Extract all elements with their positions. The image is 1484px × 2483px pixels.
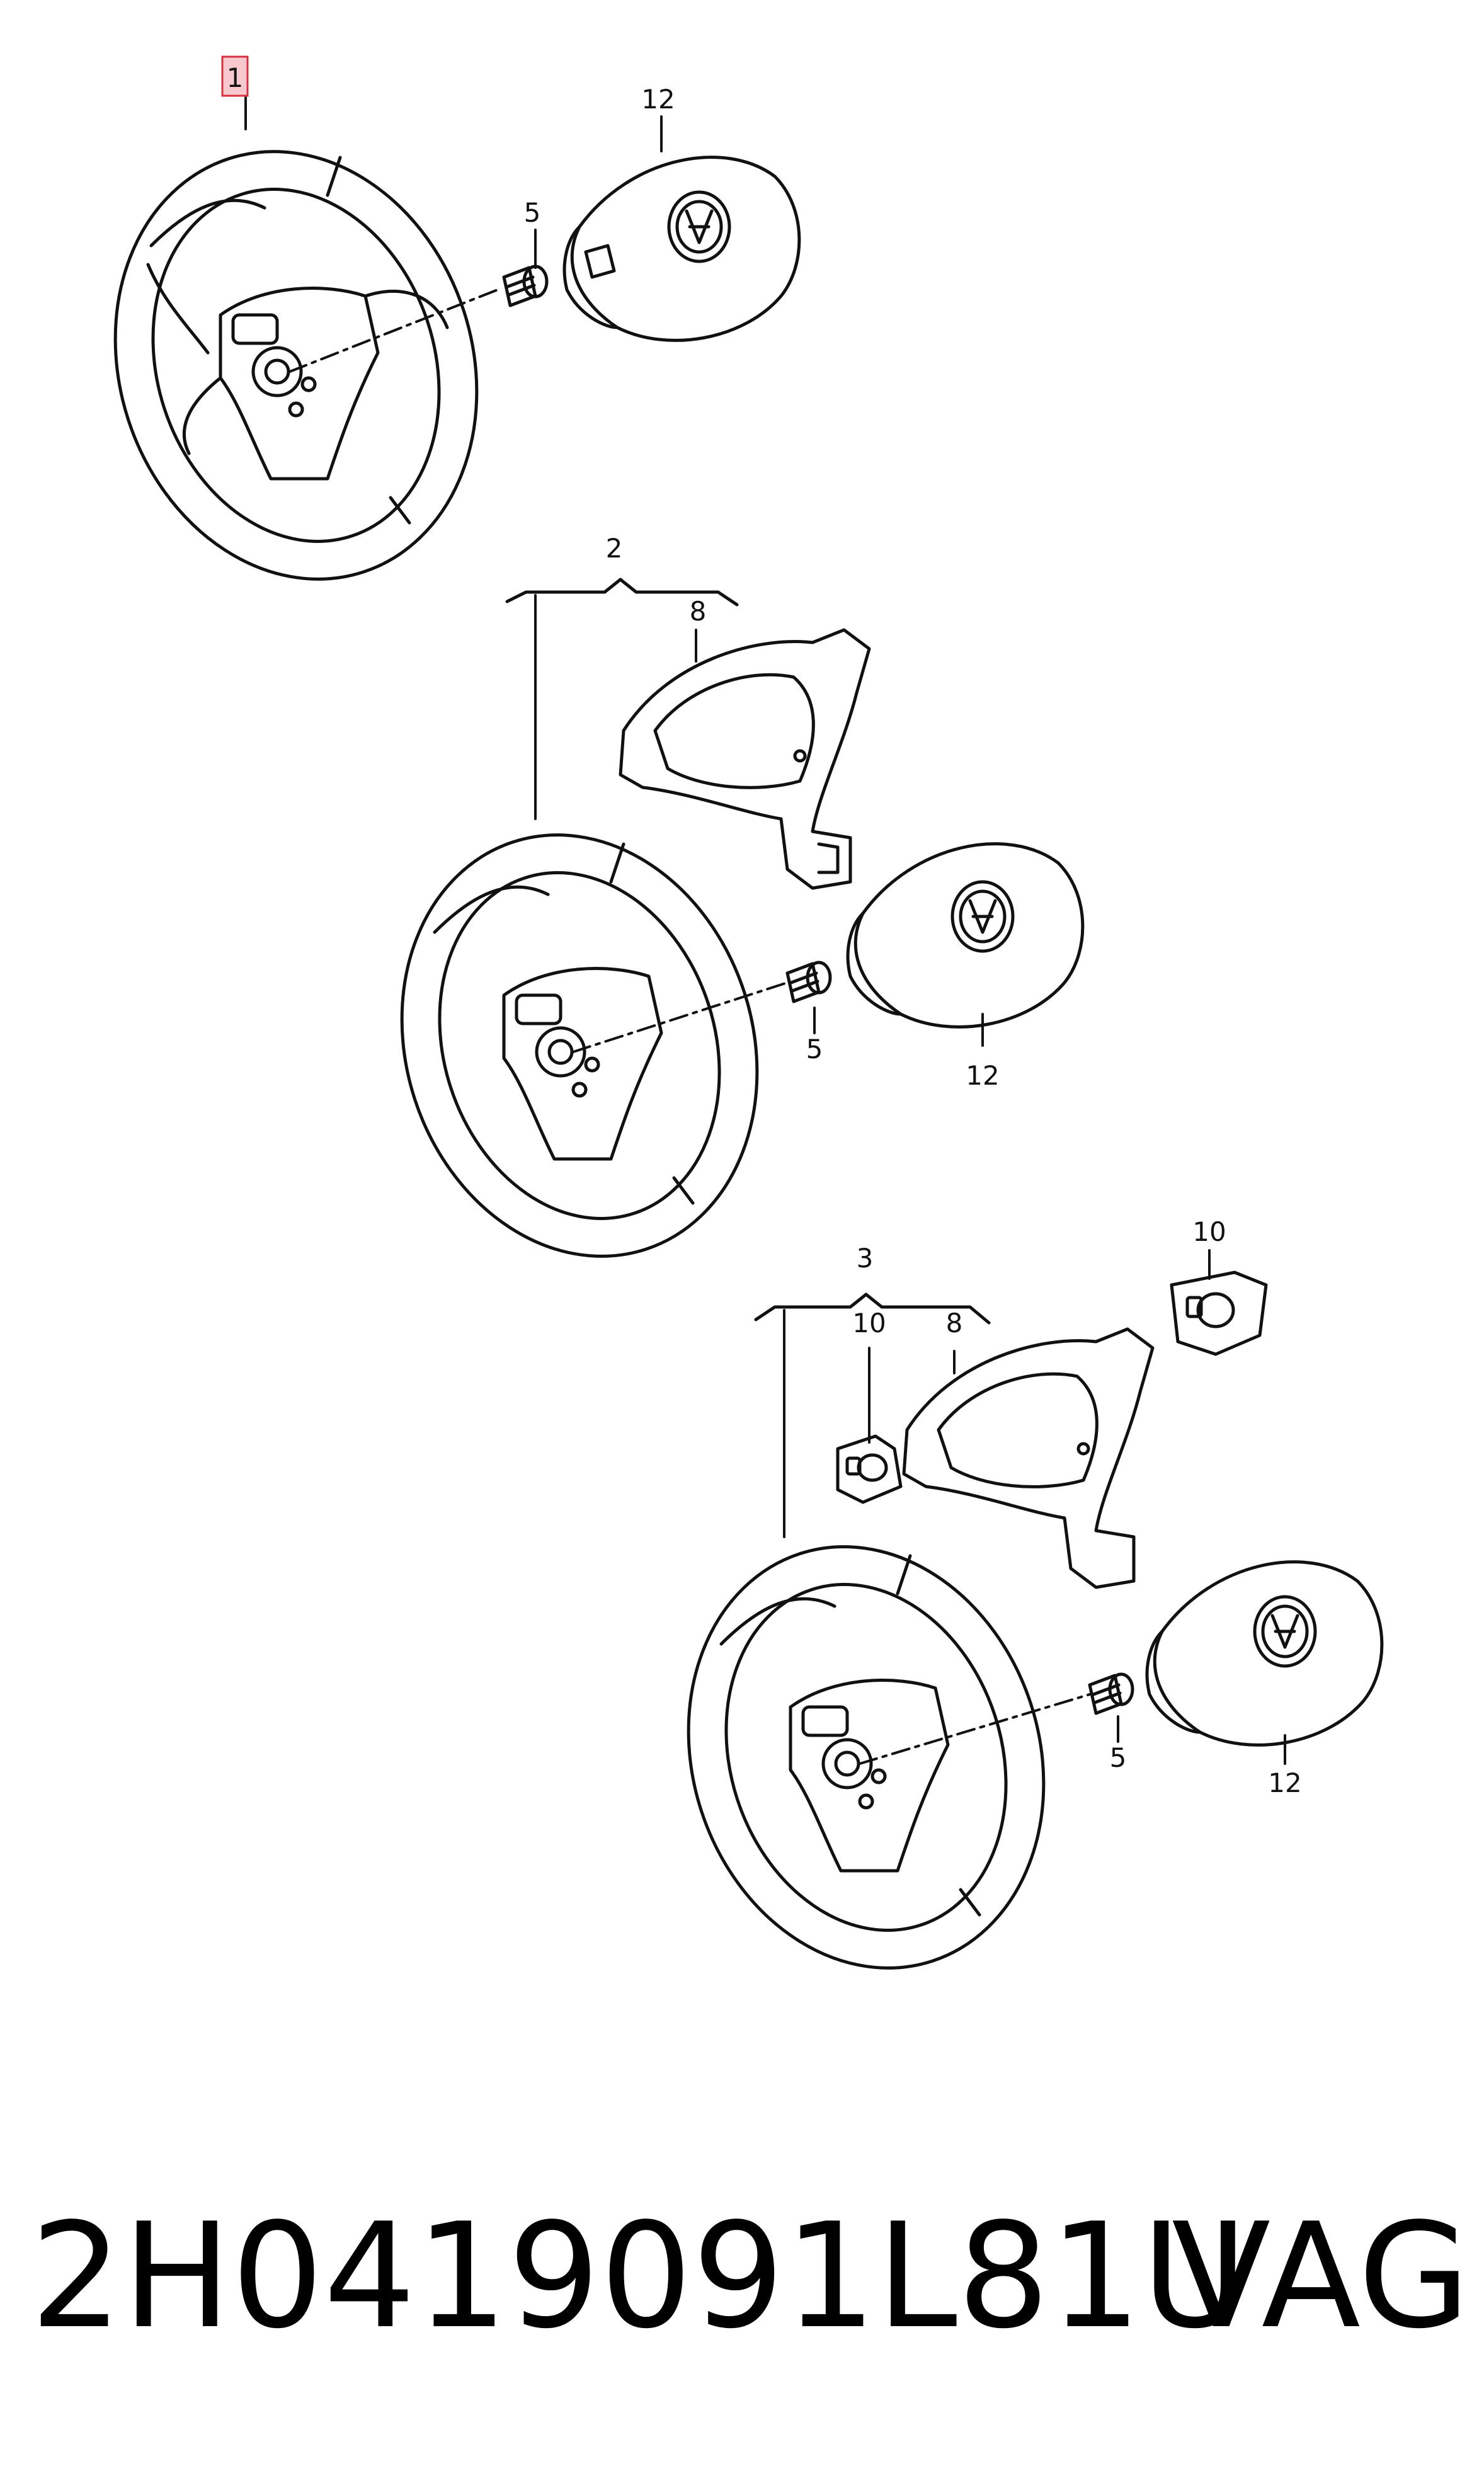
- bolt-5-c: [1088, 1672, 1134, 1715]
- callout-3: 3: [857, 1243, 874, 1274]
- callout-5: 5: [1110, 1742, 1127, 1773]
- trim-cover-8-a: [619, 628, 871, 890]
- part-number: 2H0419091L81U: [30, 2193, 1248, 2361]
- group-bracket-2: [505, 578, 739, 607]
- leader-line: [572, 981, 789, 1053]
- callout-12: 12: [1268, 1767, 1301, 1798]
- switch-10-left: [836, 1434, 903, 1504]
- steering-wheel-2: [400, 833, 759, 1258]
- airbag-12-a: [562, 156, 801, 342]
- steering-wheel-1: [113, 150, 479, 581]
- callout-1: 1: [227, 62, 244, 93]
- callout-2: 2: [606, 533, 623, 564]
- callout-5: 5: [806, 1034, 823, 1065]
- airbag-12-c: [1145, 1560, 1384, 1747]
- callout-8: 8: [946, 1308, 963, 1339]
- highlight-box: [221, 55, 249, 97]
- switch-10-right: [1170, 1270, 1268, 1356]
- callout-12: 12: [966, 1060, 999, 1091]
- group-bracket-3: [754, 1293, 991, 1325]
- leader-line: [859, 1693, 1091, 1765]
- airbag-12-b: [846, 842, 1085, 1029]
- bolt-5-b: [785, 961, 832, 1003]
- leader-line: [288, 288, 499, 373]
- callout-8: 8: [690, 596, 707, 627]
- callout-10: 10: [852, 1308, 886, 1339]
- steering-wheel-3: [687, 1545, 1046, 1970]
- brand-label: VAG: [1172, 2193, 1471, 2361]
- callout-12: 12: [641, 84, 675, 115]
- bolt-5-a: [502, 265, 549, 307]
- callout-5: 5: [524, 197, 541, 228]
- callout-10: 10: [1192, 1216, 1226, 1247]
- trim-cover-8-b: [902, 1327, 1155, 1589]
